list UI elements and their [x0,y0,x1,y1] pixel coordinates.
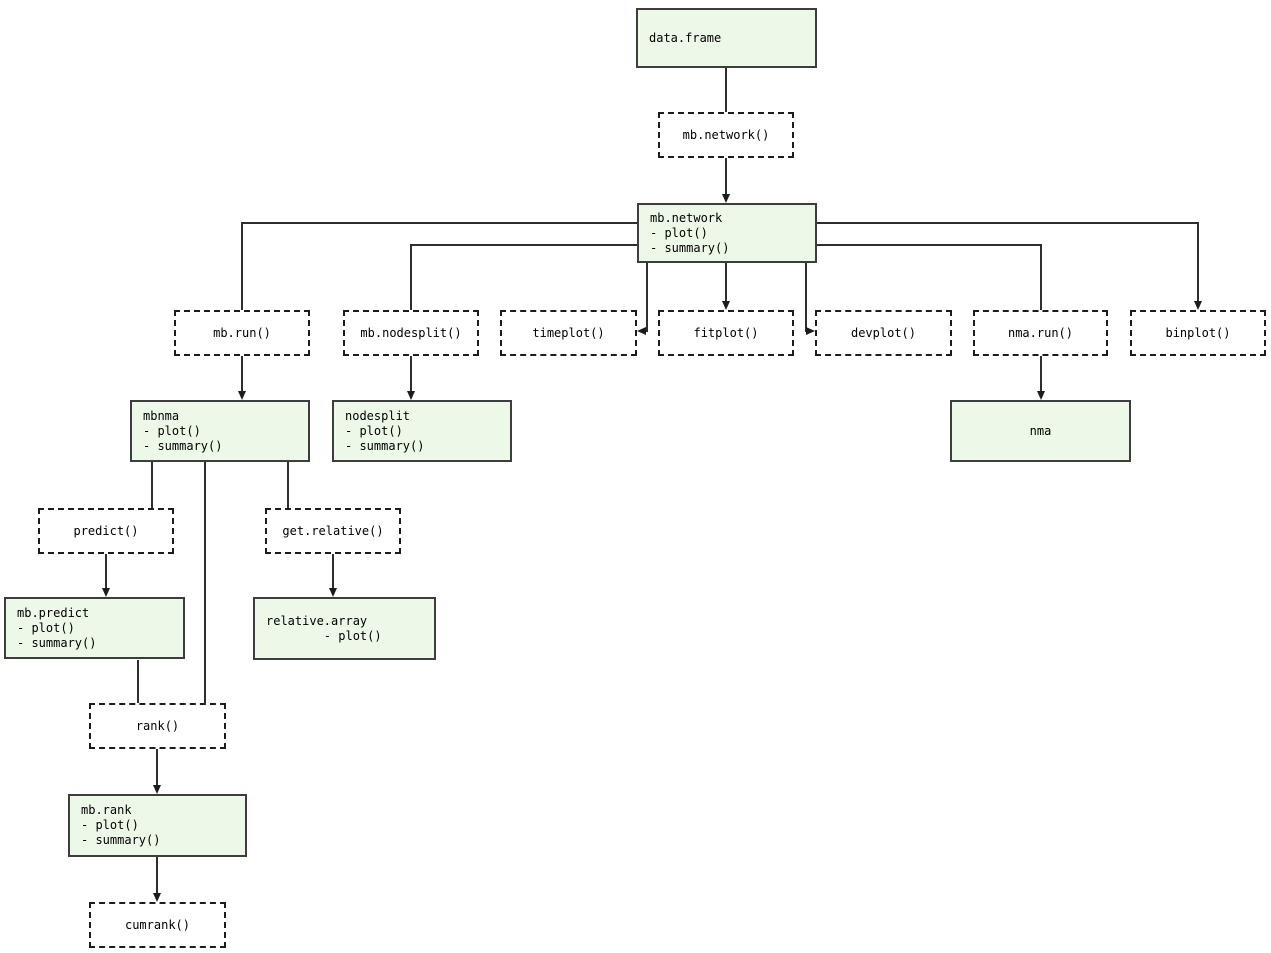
connector-mbpredict-to-rank [137,660,139,703]
connector-mbnma-to-predict [151,462,153,508]
arrowhead-binplot [1194,301,1202,310]
connector-dataframe-to-mbnetworkfn [725,68,727,112]
node-binplot-function-label: binplot() [1165,325,1231,340]
arrowhead-mbnetwork [722,194,730,203]
connector-mbnetwork-to-binplot-v [1197,222,1199,301]
node-mb-run-function: mb.run() [174,310,310,356]
node-relative-array-label: relative.array - plot() [266,613,382,643]
connector-mbnetwork-to-fitplot [725,263,727,301]
node-mbnma-label: mbnma - plot() - summary() [143,408,223,453]
node-timeplot-function-label: timeplot() [532,325,605,340]
connector-mbnetworkfn-to-mbnetwork [725,158,727,194]
connector-mbnetwork-to-timeplot-v [646,263,648,332]
connector-mbnetwork-to-timeplot-h [644,330,648,332]
node-fitplot-function-label: fitplot() [693,325,759,340]
node-rank-function: rank() [89,703,226,749]
connector-nmarun-to-nma [1040,356,1042,391]
node-mb-rank: mb.rank - plot() - summary() [68,794,247,857]
connector-mbnetwork-to-devplot-v [805,263,807,332]
connector-mbnetwork-to-nmarun-v [1040,244,1042,310]
node-nodesplit-label: nodesplit - plot() - summary() [345,408,425,453]
connector-getrelative-to-relativearray [332,554,334,588]
connector-mbnodesplit-to-nodesplit [410,356,412,391]
node-mbnma: mbnma - plot() - summary() [130,400,310,462]
node-get-relative-function: get.relative() [265,508,401,554]
arrowhead-nma [1037,391,1045,400]
connector-predict-to-mbpredict [105,554,107,588]
node-data-frame: data.frame [636,8,817,68]
node-mb-network: mb.network - plot() - summary() [637,203,817,263]
arrowhead-relativearray [329,588,337,597]
node-fitplot-function: fitplot() [658,310,794,356]
connector-rank-to-mbrank [156,749,158,785]
node-mb-run-function-label: mb.run() [213,325,271,340]
node-predict-function: predict() [38,508,174,554]
node-mb-network-function: mb.network() [658,112,794,158]
node-devplot-function: devplot() [815,310,952,356]
arrowhead-mbnma [238,391,246,400]
node-mb-nodesplit-function-label: mb.nodesplit() [360,325,462,340]
node-nodesplit: nodesplit - plot() - summary() [332,400,512,462]
node-devplot-function-label: devplot() [850,325,917,340]
arrowhead-mbpredict [102,588,110,597]
node-mb-predict-label: mb.predict - plot() - summary() [17,605,97,650]
node-mb-rank-label: mb.rank - plot() - summary() [81,803,161,847]
arrowhead-fitplot [722,301,730,310]
node-cumrank-function-label: cumrank() [124,917,191,932]
arrowhead-devplot [806,327,815,335]
connector-mbnetwork-to-mbnodesplit-v [410,244,412,310]
connector-mbnetwork-to-mbnodesplit-h [411,244,637,246]
node-nma: nma [950,400,1131,462]
arrowhead-cumrank [153,893,161,902]
connector-mbrun-to-mbnma [241,356,243,391]
connector-mbnma-to-rank [204,462,206,703]
connector-mbnetwork-to-mbrun-v [241,222,243,310]
node-binplot-function: binplot() [1130,310,1266,356]
node-nma-label: nma [1029,423,1052,438]
connector-mbrank-to-cumrank [156,857,158,893]
node-nma-run-function: nma.run() [973,310,1108,356]
arrowhead-mbrank [153,785,161,794]
node-relative-array: relative.array - plot() [253,597,436,660]
connector-mbnetwork-to-nmarun-h [817,244,1041,246]
node-nma-run-function-label: nma.run() [1007,325,1074,340]
arrowhead-timeplot [637,327,646,335]
connector-mbnetwork-to-mbrun-h [242,222,637,224]
node-timeplot-function: timeplot() [500,310,637,356]
node-data-frame-label: data.frame [649,30,722,45]
node-mb-network-label: mb.network - plot() - summary() [650,210,730,255]
connector-mbnetwork-to-binplot-h [817,222,1198,224]
node-get-relative-function-label: get.relative() [282,523,384,538]
node-predict-function-label: predict() [73,523,139,538]
node-mb-network-function-label: mb.network() [682,127,770,142]
node-cumrank-function: cumrank() [89,902,226,948]
connector-mbnma-to-getrelative [287,462,289,508]
node-mb-nodesplit-function: mb.nodesplit() [343,310,479,356]
node-mb-predict: mb.predict - plot() - summary() [4,597,185,659]
node-rank-function-label: rank() [135,718,180,733]
arrowhead-nodesplit [407,391,415,400]
